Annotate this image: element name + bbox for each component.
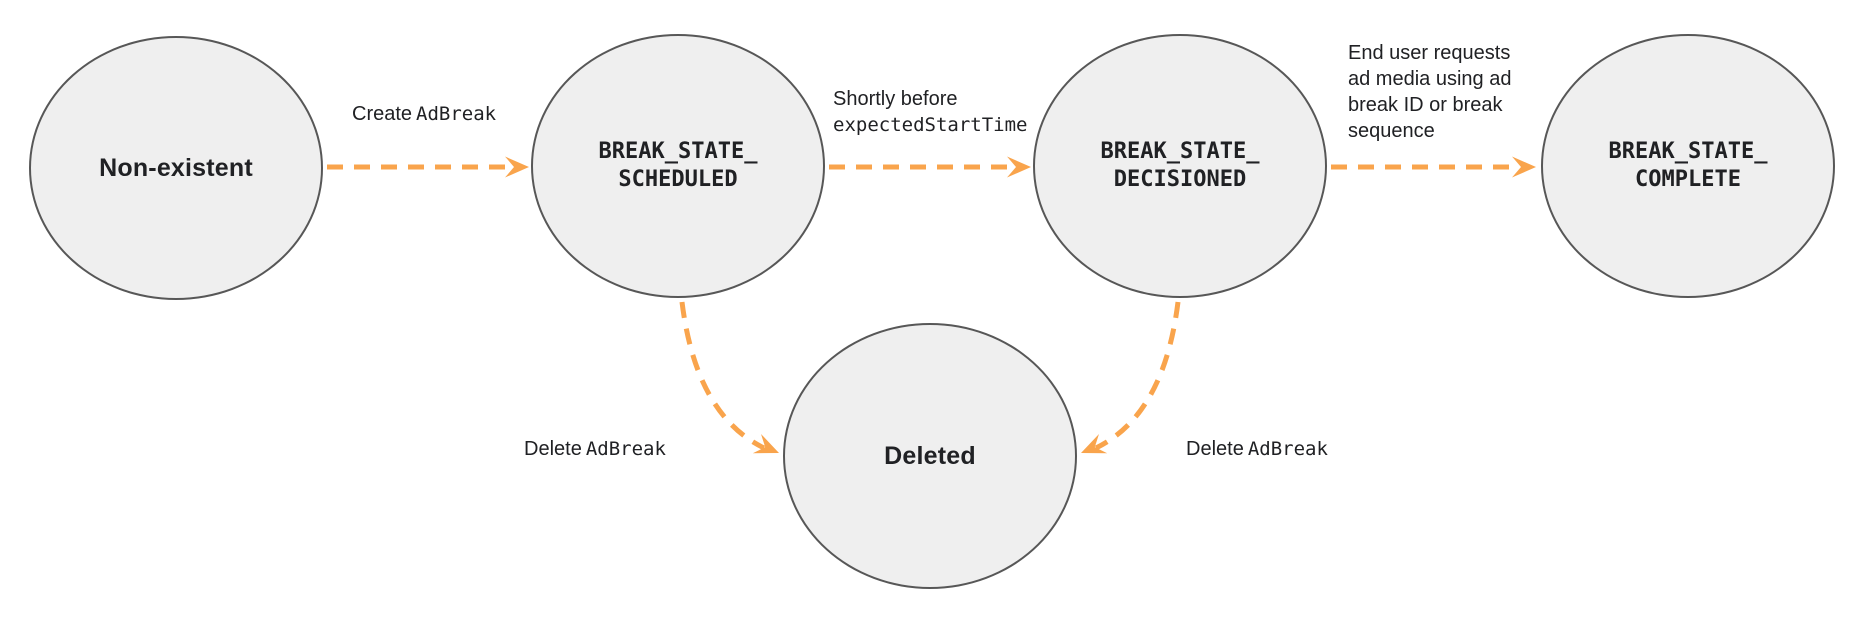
state-node-break-state-decisioned: BREAK_STATE_ DECISIONED — [1033, 34, 1327, 298]
edge-label-code: AdBreak — [1247, 438, 1328, 460]
state-label-break-state-decisioned: BREAK_STATE_ DECISIONED — [1101, 138, 1260, 194]
arrowhead-icon — [1512, 156, 1536, 178]
state-node-break-state-scheduled: BREAK_STATE_ SCHEDULED — [531, 34, 825, 298]
edge-label-code: AdBreak — [585, 438, 666, 460]
edge-label-code: expectedStartTime — [833, 114, 1028, 136]
state-label-line: SCHEDULED — [618, 167, 738, 192]
state-node-break-state-complete: BREAK_STATE_ COMPLETE — [1541, 34, 1835, 298]
edge-label-text: End user requests — [1348, 42, 1511, 64]
edge-label-text: Delete — [1186, 438, 1244, 460]
edge-delete-left-line — [679, 301, 766, 451]
state-label-line: COMPLETE — [1635, 167, 1741, 192]
edge-label-end-user-requests: End user requests ad media using ad brea… — [1348, 40, 1511, 144]
state-label-break-state-complete: BREAK_STATE_ COMPLETE — [1609, 138, 1768, 194]
state-label-line: BREAK_STATE_ — [598, 139, 758, 164]
arrowhead-icon — [505, 156, 529, 178]
edge-label-text: Delete — [524, 438, 582, 460]
edge-label-text: Shortly before — [833, 88, 958, 110]
state-label-line: BREAK_STATE_ — [1608, 139, 1768, 164]
edge-label-text: ad media using ad — [1348, 68, 1512, 90]
state-label-line: DECISIONED — [1113, 167, 1247, 192]
arrowhead-icon — [1076, 433, 1108, 463]
state-node-deleted: Deleted — [783, 323, 1077, 589]
arrowhead-icon — [1007, 156, 1031, 178]
state-node-non-existent: Non-existent — [29, 36, 323, 300]
arrowhead-icon — [752, 433, 784, 463]
state-label-deleted: Deleted — [884, 441, 976, 470]
edge-label-code: AdBreak — [416, 103, 497, 125]
edge-label-shortly-before: Shortly before expectedStartTime — [833, 86, 1027, 138]
edge-delete-right-line — [1094, 301, 1181, 451]
edge-label-text: Create — [352, 103, 413, 125]
state-label-line: BREAK_STATE_ — [1100, 139, 1260, 164]
edge-label-text: sequence — [1348, 120, 1435, 142]
state-label-break-state-scheduled: BREAK_STATE_ SCHEDULED — [599, 138, 758, 194]
state-label-non-existent: Non-existent — [99, 153, 253, 182]
edge-label-text: break ID or break — [1348, 94, 1503, 116]
